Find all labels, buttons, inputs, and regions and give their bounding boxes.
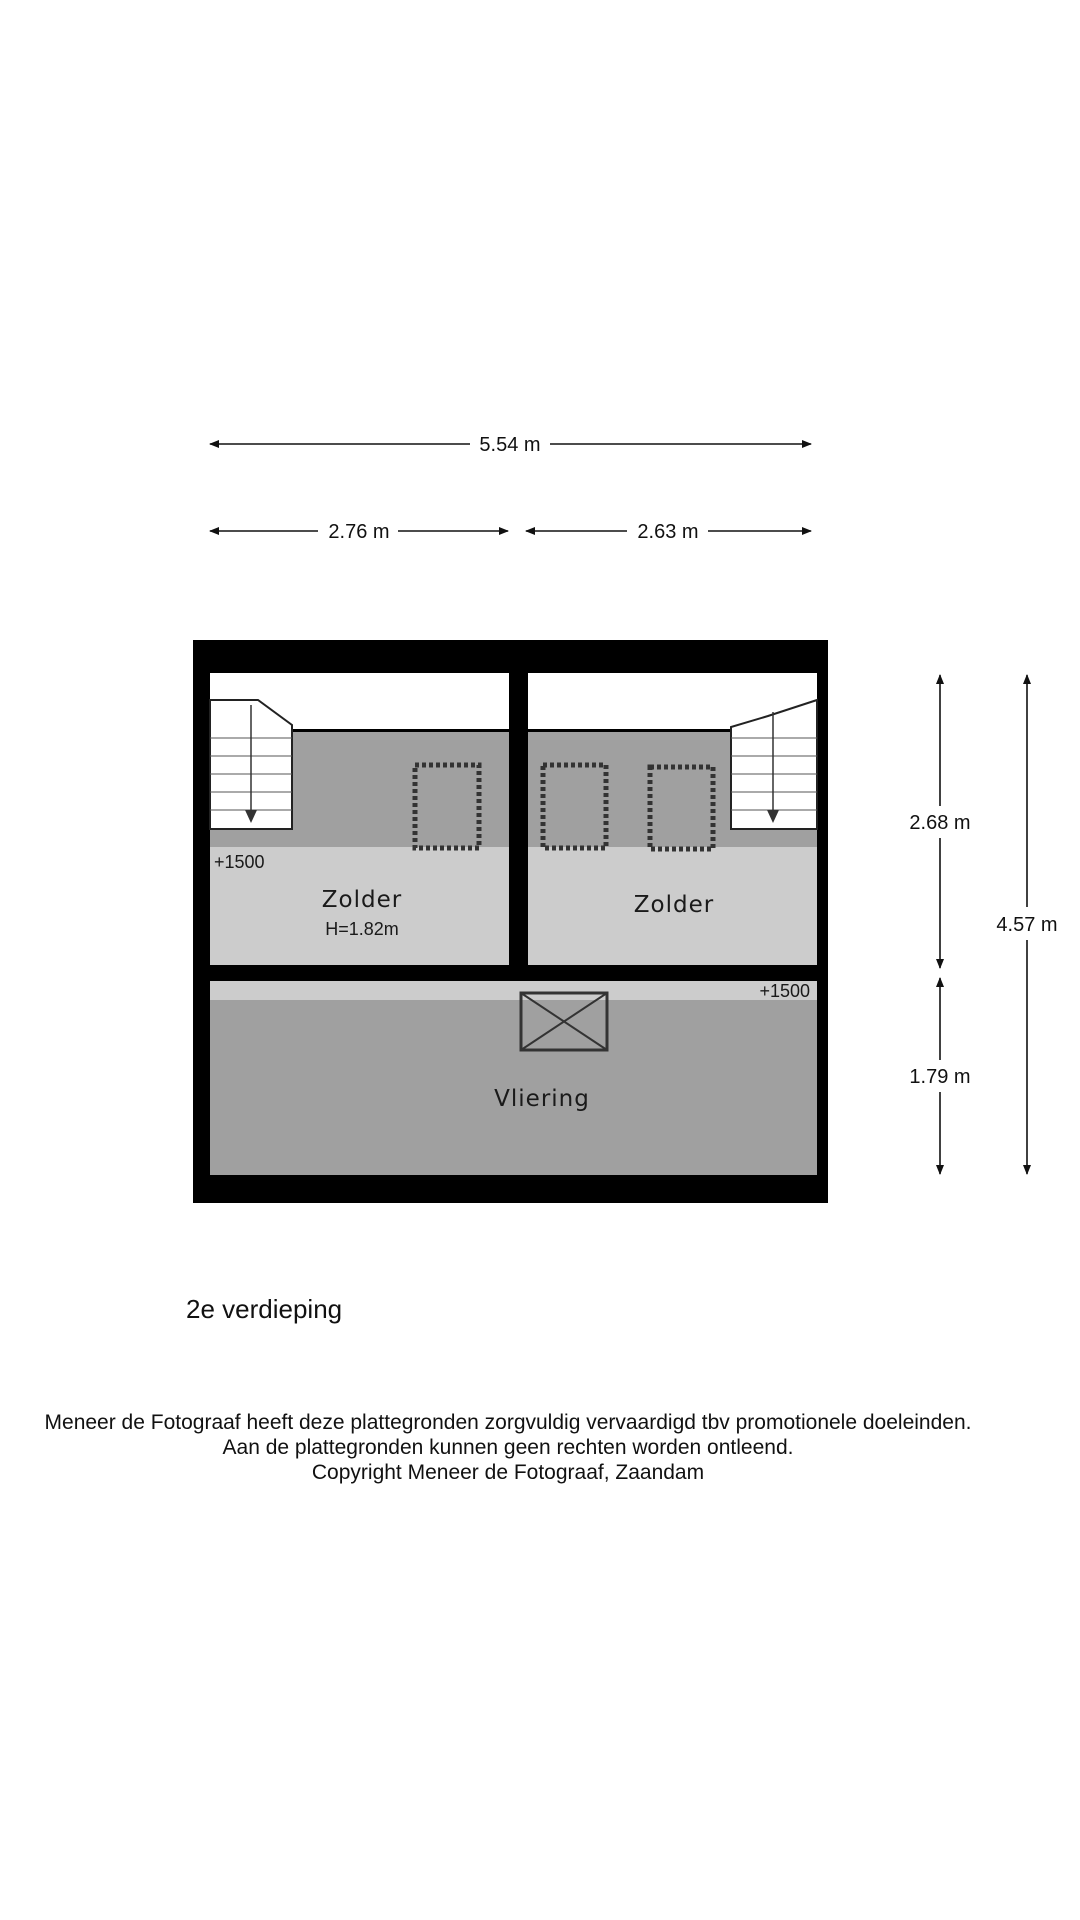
disclaimer-line-1: Meneer de Fotograaf heeft deze plattegro… xyxy=(44,1411,972,1434)
staircase-left xyxy=(209,699,293,830)
room-loft: +1500 Vliering xyxy=(210,981,817,1175)
level-marker: +1500 xyxy=(214,852,265,872)
staircase-right xyxy=(730,698,818,830)
dimension-lower-height-label: 1.79 m xyxy=(909,1066,970,1088)
dimension-lower-height: 1.79 m xyxy=(909,977,971,1175)
skylight-window xyxy=(540,762,609,851)
dimension-left-width-label: 2.76 m xyxy=(328,521,389,543)
dimension-left-width: 2.76 m xyxy=(209,521,509,543)
skylight-window xyxy=(412,762,482,851)
dimension-upper-height-label: 2.68 m xyxy=(909,812,970,834)
dimension-total-height: 4.57 m xyxy=(996,674,1058,1175)
room-height-note: H=1.82m xyxy=(325,919,399,939)
skylight-window xyxy=(647,764,716,852)
level-marker: +1500 xyxy=(759,981,810,1001)
dimension-right-width: 2.63 m xyxy=(525,521,812,543)
room-right-attic: Zolder xyxy=(528,673,818,965)
dimension-total-width-label: 5.54 m xyxy=(479,434,540,456)
room-name: Vliering xyxy=(494,1086,590,1112)
dimension-total-width: 5.54 m xyxy=(209,434,812,456)
disclaimer: Meneer de Fotograaf heeft deze plattegro… xyxy=(0,1410,1016,1485)
loft-hatch-icon xyxy=(519,991,609,1052)
floor-label: 2e verdieping xyxy=(186,1294,343,1324)
disclaimer-line-3: Copyright Meneer de Fotograaf, Zaandam xyxy=(311,1461,705,1484)
dimension-total-height-label: 4.57 m xyxy=(996,914,1057,936)
room-left-attic: +1500 Zolder H=1.82m xyxy=(209,673,509,965)
room-name: Zolder xyxy=(634,892,714,918)
disclaimer-line-2: Aan de plattegronden kunnen geen rechten… xyxy=(222,1436,794,1459)
dimension-upper-height: 2.68 m xyxy=(909,674,971,969)
dimension-right-width-label: 2.63 m xyxy=(637,521,698,543)
room-name: Zolder xyxy=(322,887,402,913)
